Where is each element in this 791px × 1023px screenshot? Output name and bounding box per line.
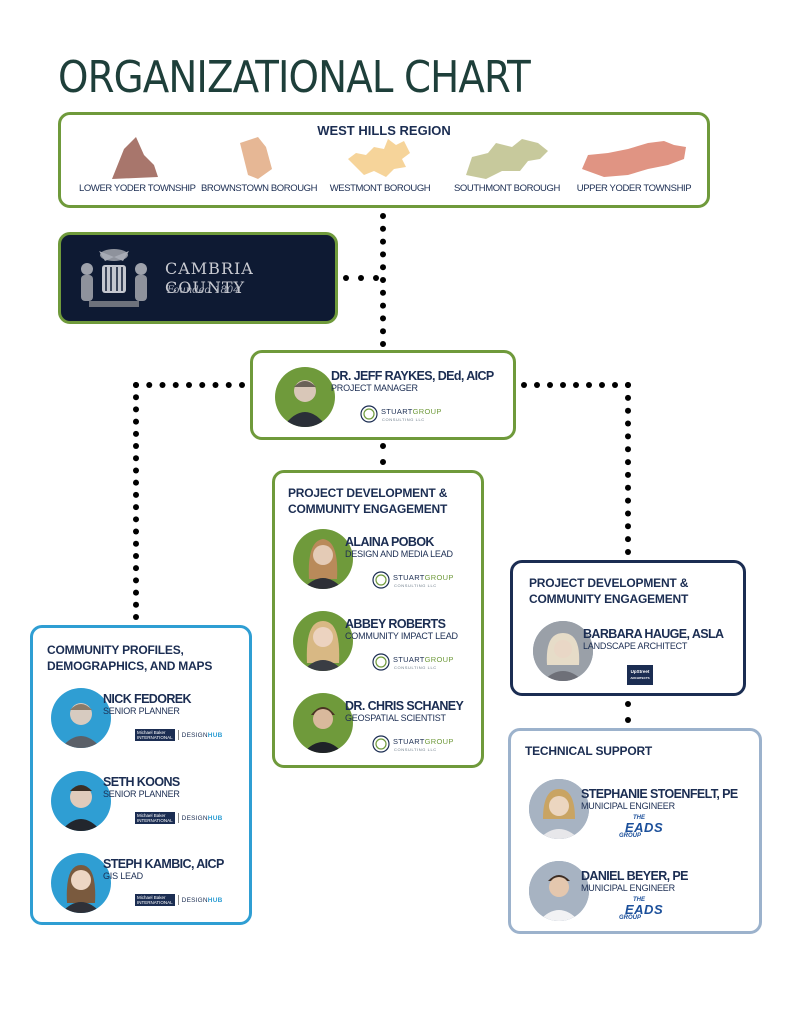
municipality-label: LOWER YODER TOWNSHIP bbox=[79, 183, 196, 194]
stuart-group-logo: STUARTGROUP CONSULTING LLC bbox=[371, 733, 461, 755]
connector-right-tech bbox=[625, 701, 631, 723]
person-role: SENIOR PLANNER bbox=[103, 706, 180, 716]
eads-group-logo: THE EADS GROUP bbox=[619, 815, 664, 839]
right-team-box: PROJECT DEVELOPMENT & COMMUNITY ENGAGEME… bbox=[510, 560, 746, 696]
eads-group-logo: THE EADS GROUP bbox=[619, 897, 664, 921]
person-name: DANIEL BEYER, PE bbox=[581, 869, 688, 883]
tech-team-box: TECHNICAL SUPPORT STEPHANIE STOENFELT, P… bbox=[508, 728, 762, 934]
lower-yoder-map-shape bbox=[112, 137, 158, 179]
person-name: DR. JEFF RAYKES, DEd, AICP bbox=[331, 369, 494, 383]
municipality-label: UPPER YODER TOWNSHIP bbox=[576, 183, 692, 194]
connector-manager-left-v bbox=[133, 382, 139, 620]
westmont-map-shape bbox=[348, 139, 410, 177]
person-role: SENIOR PLANNER bbox=[103, 789, 180, 799]
person-name: DR. CHRIS SCHANEY bbox=[345, 699, 464, 713]
person-name: SETH KOONS bbox=[103, 775, 180, 789]
municipality-label: SOUTHMONT BOROUGH bbox=[454, 183, 560, 194]
region-title: WEST HILLS REGION bbox=[317, 123, 451, 138]
county-name: CAMBRIA COUNTY bbox=[165, 259, 254, 297]
municipality-brownstown: BROWNSTOWN BOROUGH bbox=[201, 135, 318, 194]
avatar bbox=[293, 529, 353, 589]
region-box: WEST HILLS REGION LOWER YODER TOWNSHIP B… bbox=[58, 112, 710, 208]
stuart-group-logo: STUARTGROUP CONSULTING LLC bbox=[371, 651, 461, 673]
avatar bbox=[529, 779, 589, 839]
avatar bbox=[293, 611, 353, 671]
avatar bbox=[51, 688, 111, 748]
connector-manager-right-v bbox=[625, 382, 631, 555]
right-team-heading: PROJECT DEVELOPMENT & COMMUNITY ENGAGEME… bbox=[529, 576, 689, 606]
tech-team-heading: TECHNICAL SUPPORT bbox=[525, 744, 653, 758]
avatar bbox=[529, 861, 589, 921]
municipality-label: BROWNSTOWN BOROUGH bbox=[201, 183, 318, 194]
center-team-box: PROJECT DEVELOPMENT & COMMUNITY ENGAGEME… bbox=[272, 470, 484, 768]
person-name: NICK FEDOREK bbox=[103, 692, 192, 706]
connector-region-manager bbox=[380, 213, 386, 347]
person-name: BARBARA HAUGE, ASLA bbox=[583, 627, 724, 641]
person-role: LANDSCAPE ARCHITECT bbox=[583, 641, 688, 651]
upper-yoder-map-shape bbox=[582, 141, 686, 177]
center-team-heading: PROJECT DEVELOPMENT & COMMUNITY ENGAGEME… bbox=[288, 486, 448, 516]
avatar bbox=[533, 621, 593, 681]
person-role: GIS LEAD bbox=[103, 871, 143, 881]
person-role: PROJECT MANAGER bbox=[331, 383, 418, 393]
manager-box: DR. JEFF RAYKES, DEd, AICP PROJECT MANAG… bbox=[250, 350, 516, 440]
person-name: STEPHANIE STOENFELT, PE bbox=[581, 787, 738, 801]
cambria-seal-icon bbox=[81, 249, 147, 307]
municipality-westmont: WESTMONT BOROUGH bbox=[325, 135, 435, 194]
person-role: COMMUNITY IMPACT LEAD bbox=[345, 631, 458, 641]
person-name: STEPH KAMBIC, AICP bbox=[103, 857, 224, 871]
page-title: ORGANIZATIONAL CHART bbox=[58, 52, 531, 103]
upstreet-logo: UpStreet ARCHITECTS bbox=[627, 665, 653, 685]
connector-manager-center bbox=[380, 443, 386, 465]
person-role: MUNICIPAL ENGINEER bbox=[581, 801, 675, 811]
person-name: ABBEY ROBERTS bbox=[345, 617, 446, 631]
avatar bbox=[293, 693, 353, 753]
municipality-upper-yoder: UPPER YODER TOWNSHIP bbox=[569, 135, 699, 194]
municipality-lower-yoder: LOWER YODER TOWNSHIP bbox=[79, 135, 196, 194]
left-team-box: COMMUNITY PROFILES, DEMOGRAPHICS, AND MA… bbox=[30, 625, 252, 925]
county-founded: Founded 1804 bbox=[167, 285, 240, 296]
connector-manager-right-h bbox=[521, 382, 631, 388]
avatar bbox=[51, 771, 111, 831]
southmont-map-shape bbox=[466, 139, 548, 179]
avatar bbox=[275, 367, 335, 427]
stuart-group-logo: STUARTGROUP CONSULTING LLC bbox=[371, 569, 461, 591]
person-role: GEOSPATIAL SCIENTIST bbox=[345, 713, 446, 723]
person-role: MUNICIPAL ENGINEER bbox=[581, 883, 675, 893]
person-name: ALAINA POBOK bbox=[345, 535, 434, 549]
cambria-county-box: CAMBRIA COUNTY Founded 1804 bbox=[58, 232, 338, 324]
brownstown-map-shape bbox=[240, 137, 272, 179]
left-team-heading: COMMUNITY PROFILES, DEMOGRAPHICS, AND MA… bbox=[47, 643, 213, 673]
avatar bbox=[51, 853, 111, 913]
connector-manager-left-h bbox=[133, 382, 245, 388]
municipality-label: WESTMONT BOROUGH bbox=[329, 183, 431, 194]
municipality-southmont: SOUTHMONT BOROUGH bbox=[447, 135, 567, 194]
connector-county bbox=[343, 275, 379, 281]
stuart-group-logo: STUARTGROUP CONSULTING LLC bbox=[359, 403, 449, 425]
person-role: DESIGN AND MEDIA LEAD bbox=[345, 549, 453, 559]
